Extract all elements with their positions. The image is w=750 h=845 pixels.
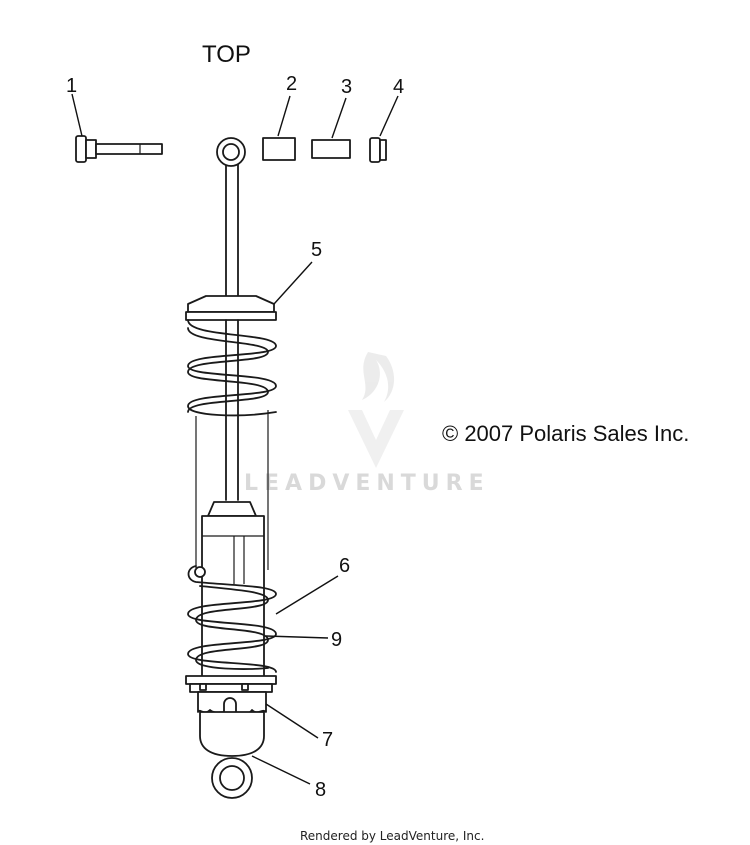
callout-6: 6 — [339, 555, 350, 577]
bushing-part — [262, 137, 296, 161]
leadventure-watermark-logo — [348, 352, 404, 468]
callout-2: 2 — [286, 73, 297, 95]
sleeve-part — [311, 139, 351, 159]
top-label: TOP — [202, 41, 251, 68]
copyright-notice: © 2007 Polaris Sales Inc. — [442, 421, 689, 446]
nut-part — [369, 137, 387, 163]
piston-rod — [225, 319, 239, 501]
callout-7: 7 — [322, 729, 333, 751]
upper-spring-coils — [187, 319, 277, 570]
callout-9: 9 — [331, 629, 342, 651]
shock-body-cap — [207, 501, 257, 517]
callout-1: 1 — [66, 75, 77, 97]
shock-upper-eye — [216, 137, 246, 299]
callout-5: 5 — [311, 239, 322, 261]
callout-3: 3 — [341, 76, 352, 98]
bolt-part — [75, 135, 163, 163]
upper-spring-retainer — [185, 295, 277, 321]
footer-credit: Rendered by LeadVenture, Inc. — [300, 829, 484, 843]
lower-spring-seat — [185, 675, 277, 693]
lower-mount-eye — [211, 757, 253, 799]
watermark-text: LEADVENTURE — [244, 471, 490, 496]
callout-8: 8 — [315, 779, 326, 801]
lower-mount-cup — [199, 711, 265, 757]
callout-4: 4 — [393, 76, 404, 98]
lower-spring-coils — [187, 565, 277, 673]
callout-leaders — [71, 93, 399, 785]
shock-body — [201, 515, 265, 679]
